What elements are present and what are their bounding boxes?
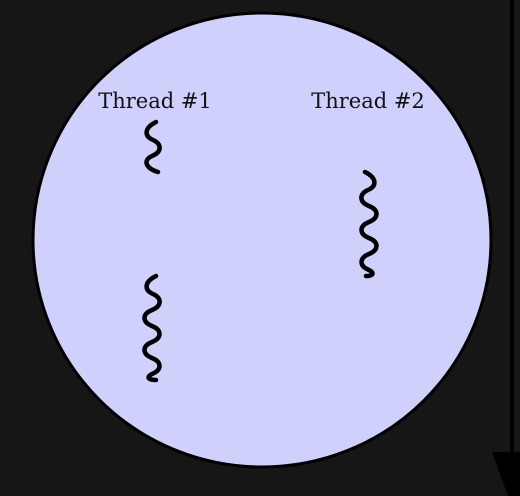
thread-2-squiggle [359, 169, 379, 279]
thread-1-squiggle-lower [142, 273, 162, 383]
time-arrow-head [492, 452, 520, 496]
thread-1-label: Thread #1 [98, 89, 212, 113]
time-arrow [492, 0, 520, 496]
thread-2-label: Thread #2 [311, 89, 425, 113]
process-circle [31, 11, 493, 469]
thread-1-squiggle-upper [144, 119, 162, 175]
